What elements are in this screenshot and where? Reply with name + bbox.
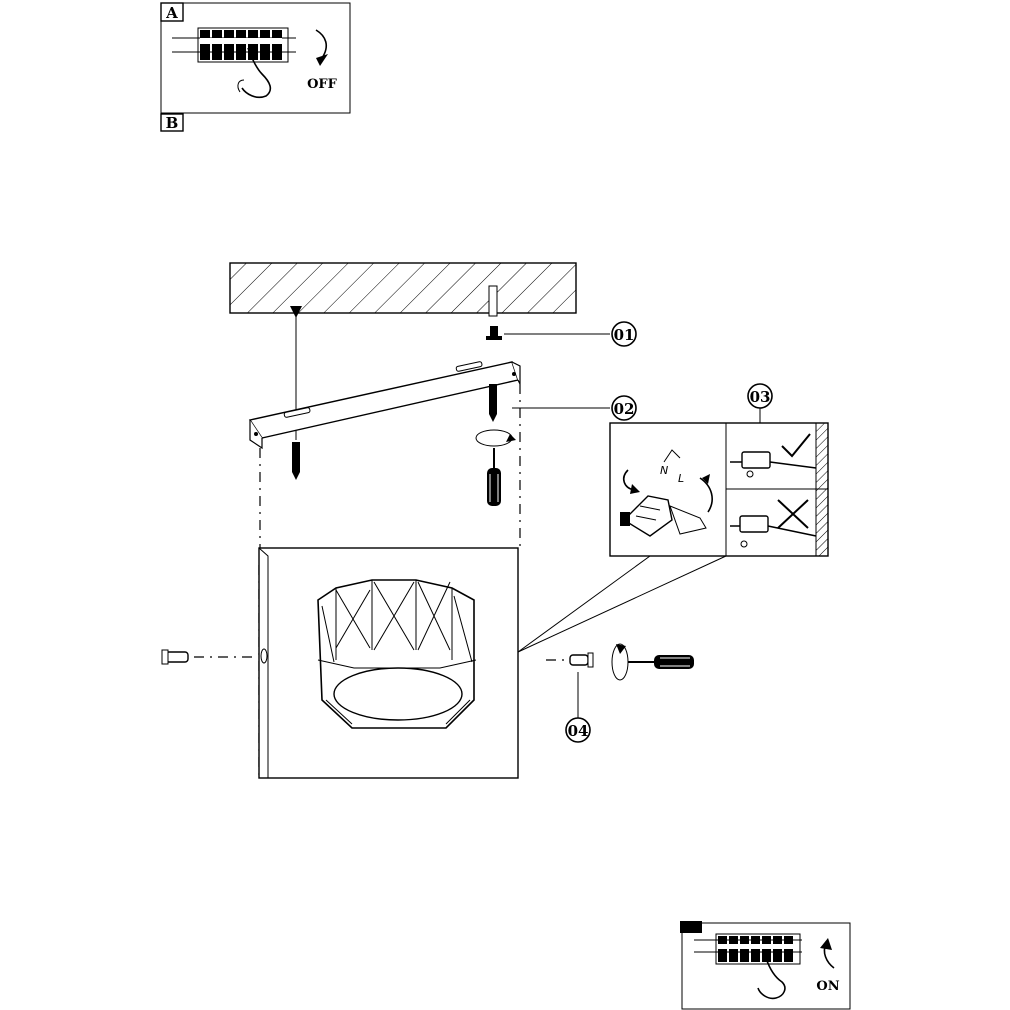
- callout-04: 04: [565, 672, 591, 743]
- ceiling-block: [229, 262, 577, 314]
- breaker-modules: [200, 30, 282, 60]
- callout-02-label: 02: [614, 400, 635, 418]
- correct-connection-icon: [730, 422, 829, 490]
- alignment-dash-lines: [170, 384, 570, 780]
- left-screw-icon: [290, 306, 302, 480]
- rotate-down-arrow-icon: [315, 29, 328, 66]
- callout-01: 01: [504, 321, 637, 347]
- incorrect-connection-icon: [730, 488, 829, 557]
- hand-icon: [237, 47, 272, 99]
- screw-02-icon: [489, 384, 497, 422]
- callout-04-label: 04: [568, 722, 589, 740]
- callout-01-label: 01: [614, 326, 635, 344]
- switch-off-label: OFF: [307, 77, 338, 92]
- screwdriver-vertical-icon: [487, 448, 501, 506]
- rotation-arrow-icon: [475, 429, 516, 447]
- side-screw-left-icon: [161, 649, 189, 665]
- callout-03: 03: [747, 383, 773, 423]
- screw-01-icon: [486, 326, 502, 340]
- panel-b-letter-badge: B: [160, 113, 184, 132]
- lamp-fixture-box: [258, 547, 519, 779]
- wiring-detail-panel: N L: [609, 422, 829, 557]
- panel-a-breaker-off: A OFF: [160, 2, 351, 114]
- callout-02: 02: [512, 395, 637, 421]
- panel-b-letter: B: [166, 114, 179, 132]
- mounting-bracket: [248, 361, 521, 450]
- screwdriver-horizontal-icon: [628, 655, 694, 669]
- crystal-lamp-icon: [317, 579, 477, 729]
- callout-03-label: 03: [750, 388, 771, 406]
- breaker-rail: [172, 27, 296, 63]
- zoom-callout-lines: [517, 555, 727, 653]
- wall-plug-icon: [488, 285, 498, 317]
- switch-on-label: ON: [816, 979, 839, 994]
- panel-final-breaker-on: ON: [680, 921, 851, 1010]
- panel-a-letter-badge: A: [160, 2, 184, 22]
- hand-icon-final: [757, 957, 786, 1000]
- breaker-modules-on: [718, 936, 793, 962]
- terminal-block-icon: N L: [620, 449, 713, 537]
- rotate-up-arrow-icon: [820, 938, 835, 969]
- rotation-arrow-side-icon: [611, 643, 629, 681]
- panel-a-letter: A: [165, 4, 178, 22]
- neutral-mark: N: [660, 464, 668, 477]
- live-mark: L: [678, 472, 684, 485]
- side-screw-04-icon: [569, 652, 594, 668]
